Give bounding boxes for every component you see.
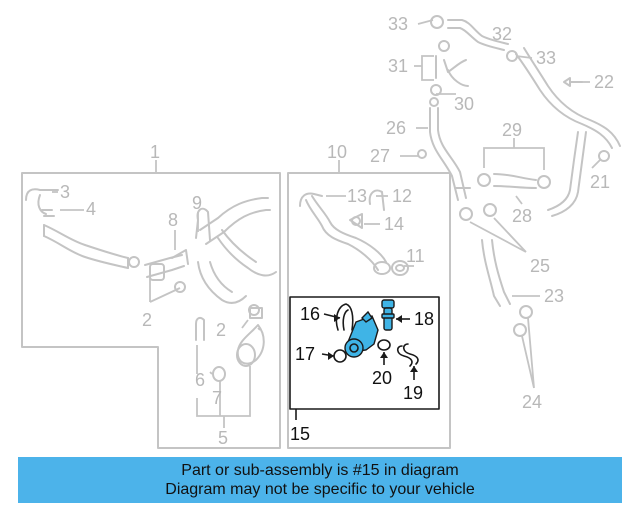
callout-31: 31 [388,56,408,76]
assembly-15-parts [333,299,419,367]
callout-13: 13 [347,186,367,206]
callout-2b: 2 [216,320,226,340]
callout-2a: 2 [142,310,152,330]
arrow-heads [328,314,418,372]
callout-19: 19 [403,383,423,403]
callout-3: 3 [60,182,70,202]
part-20-oring [377,339,391,351]
callout-23: 23 [544,286,564,306]
banner-line-2: Diagram may not be specific to your vehi… [165,481,475,498]
part-18-sensor [381,299,395,309]
callout-25: 25 [530,256,550,276]
callout-22: 22 [594,72,614,92]
callout-15: 15 [290,424,310,444]
part-15-port [344,338,364,358]
callout-28: 28 [512,206,532,226]
callout-12: 12 [392,186,412,206]
group-10-parts [299,189,409,276]
callout-7: 7 [212,388,222,408]
group-10-outline [287,172,451,449]
banner-line-1: Part or sub-assembly is #15 in diagram [181,462,459,479]
callout-32: 32 [492,24,512,44]
callout-24: 24 [522,392,542,412]
part-17-oring [333,349,347,363]
callout-14: 14 [384,214,404,234]
info-banner: Part or sub-assembly is #15 in diagram D… [18,457,622,503]
callout-30: 30 [454,94,474,114]
callout-9: 9 [192,193,202,213]
part-19-clip [396,345,413,367]
callout-6: 6 [195,370,205,390]
callout-17: 17 [295,344,315,364]
group-1-parts [25,188,277,382]
callout-29: 29 [502,120,522,140]
right-side-parts [417,15,621,337]
callout-26: 26 [386,118,406,138]
parts-diagram: 1 3 4 8 9 2 2 6 7 5 10 13 12 14 11 16 18… [21,14,621,449]
callout-16: 16 [300,304,320,324]
callout-18: 18 [414,309,434,329]
group-1-outline [21,172,281,449]
callout-20: 20 [372,368,392,388]
callout-33b: 33 [536,48,556,68]
callouts: 1 3 4 8 9 2 2 6 7 5 10 13 12 14 11 16 18… [60,14,614,448]
callout-4: 4 [86,199,96,219]
callout-10: 10 [327,142,347,162]
callout-1: 1 [150,142,160,162]
callout-11: 11 [406,246,425,266]
group-15-outline [289,296,440,410]
callout-27: 27 [370,146,390,166]
callout-33a: 33 [388,14,408,34]
callout-5: 5 [218,428,228,448]
callout-21: 21 [590,172,610,192]
callout-8: 8 [168,210,178,230]
leader-lines [52,19,601,428]
